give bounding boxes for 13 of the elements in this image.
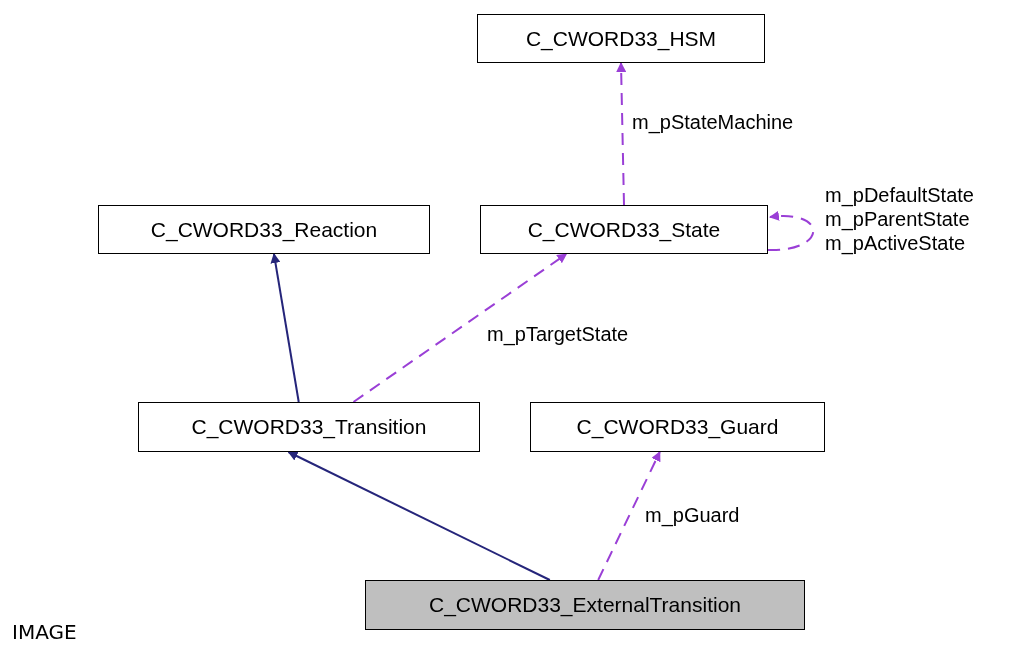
class-box: C_CWORD33_Reaction — [98, 205, 430, 254]
caption-label: IMAGE — [12, 620, 77, 644]
class-box: C_CWORD33_Transition — [138, 402, 480, 452]
dashed-arrow — [767, 211, 815, 251]
class-box: C_CWORD33_ExternalTransition — [365, 580, 805, 630]
class-box: C_CWORD33_HSM — [477, 14, 765, 63]
dashed-arrow — [352, 253, 568, 403]
arrow — [287, 451, 551, 581]
dashed-arrow — [597, 451, 661, 581]
class-box: C_CWORD33_Guard — [530, 402, 825, 452]
dashed-arrow — [616, 62, 627, 206]
arrow — [270, 253, 300, 403]
class-box: C_CWORD33_State — [480, 205, 768, 254]
